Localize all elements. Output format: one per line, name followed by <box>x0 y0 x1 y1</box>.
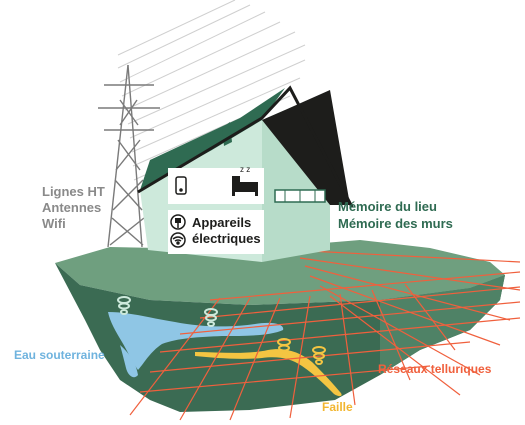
label-memoire-lieu: Mémoire du lieu <box>338 199 437 214</box>
water-drip <box>120 345 138 378</box>
label-wifi: Wifi <box>42 216 66 231</box>
telluric-grid <box>129 249 521 421</box>
power-pylon-icon <box>98 64 160 248</box>
sleeping-bed-icon: z z <box>232 165 258 196</box>
svg-text:z z: z z <box>240 165 250 174</box>
label-reseaux-telluriques: Réseaux telluriques <box>378 362 492 376</box>
phone-icon <box>175 176 187 195</box>
label-electriques: électriques <box>192 231 261 246</box>
wifi-icon <box>170 232 186 248</box>
spring-marker-icon <box>117 296 219 327</box>
memory-labels: Mémoire du lieu Mémoire des murs <box>338 198 453 232</box>
emission-labels: Lignes HT Antennes Wifi <box>42 184 105 232</box>
fault-line <box>195 349 342 397</box>
label-faille: Faille <box>322 400 353 414</box>
label-antennes: Antennes <box>42 200 102 215</box>
label-memoire-murs: Mémoire des murs <box>338 216 453 231</box>
house-roof <box>262 90 350 205</box>
label-lignes-ht: Lignes HT <box>42 184 105 199</box>
label-eau-souterraine: Eau souterraine <box>14 348 105 362</box>
underground-water <box>108 312 284 370</box>
spring-marker-icon <box>277 338 327 365</box>
label-appareils: Appareils <box>192 215 252 230</box>
appliance-labels: Appareils électriques <box>192 215 261 247</box>
plug-icon <box>170 214 186 230</box>
